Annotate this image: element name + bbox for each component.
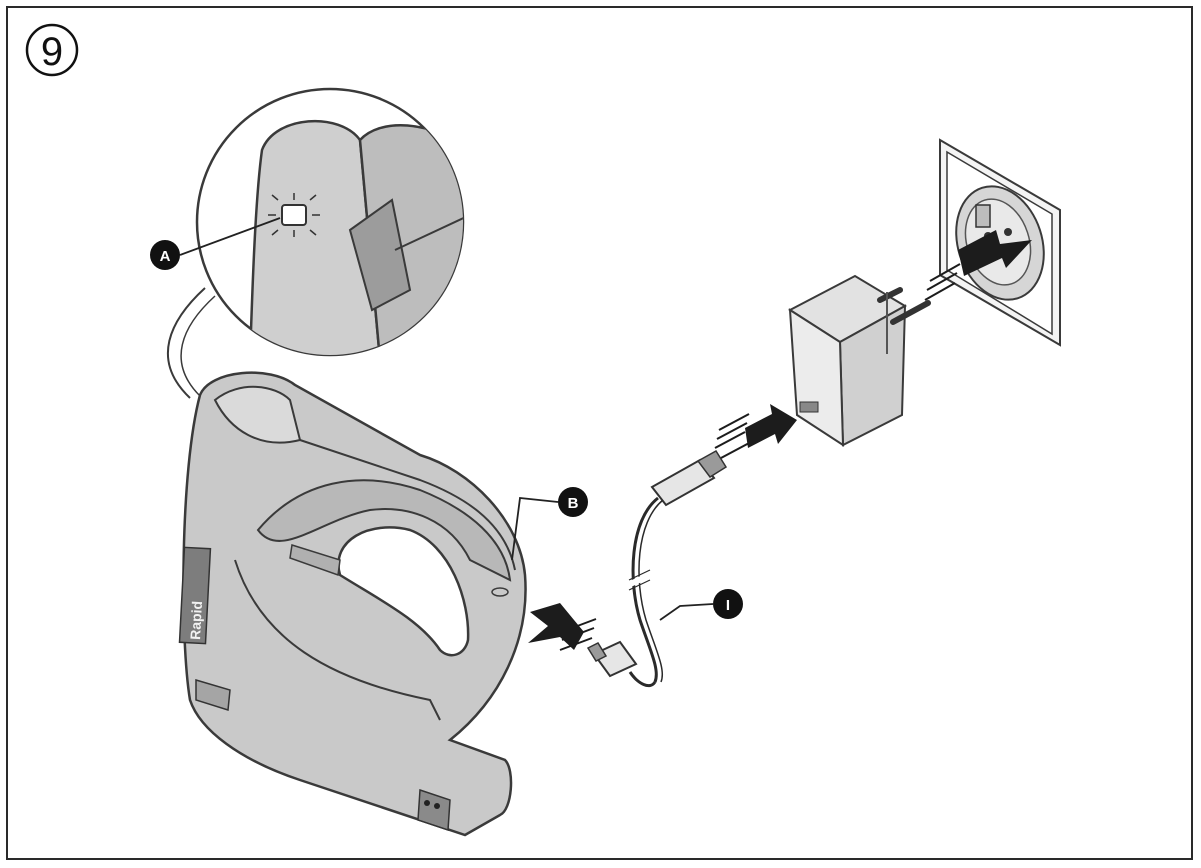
insert-arrow-adapter [714,404,797,459]
electric-stapler: Rapid [178,371,527,837]
svg-text:B: B [568,495,579,512]
power-adapter [788,274,931,447]
svg-text:I: I [726,597,730,614]
stapler-nose [417,788,451,832]
svg-text:9: 9 [41,30,63,74]
wall-socket [939,138,1061,347]
brand-label [178,546,212,645]
callout-a: A [150,217,281,270]
usb-cable [586,449,728,688]
step-number: 9 [25,23,79,77]
adapter-prong [877,287,903,303]
adapter-prong [890,300,931,325]
svg-text:A: A [160,248,171,265]
led-glow [268,193,320,237]
charging-port [491,587,509,597]
zoom-connector [166,287,206,399]
insert-arrow-socket [924,230,1032,301]
status-led [281,204,307,226]
adapter-usb-port [799,401,819,413]
insert-arrow-stapler [528,603,597,651]
usb-micro-plug [592,640,638,678]
callout-b: B [511,487,588,561]
stapler-handle-opening [337,526,470,657]
callout-i: I [659,589,743,621]
brand-text: Rapid [187,600,205,640]
zoom-detail [195,87,465,357]
usb-a-plug [650,458,716,507]
